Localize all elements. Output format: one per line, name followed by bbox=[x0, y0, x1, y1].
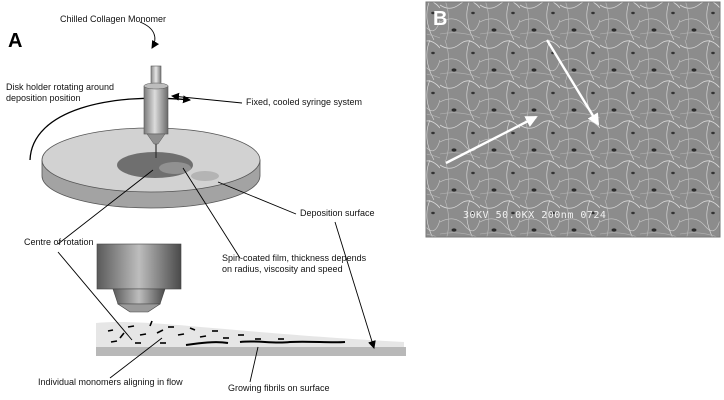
objective-lens bbox=[96, 243, 182, 313]
centre-leader-1 bbox=[57, 169, 154, 245]
deposition-leader bbox=[217, 181, 297, 215]
label-chilled-monomer: Chilled Collagen Monomer bbox=[60, 14, 167, 24]
label-disk-holder-1: Disk holder rotating around bbox=[6, 82, 115, 92]
chilled-arrow bbox=[139, 21, 160, 49]
flow-arrow-1 bbox=[445, 115, 538, 165]
label-syringe: Fixed, cooled syringe system bbox=[246, 97, 363, 107]
label-spin-film-1: Spin-coated film, thickness depends bbox=[222, 253, 367, 263]
monomers-leader bbox=[109, 337, 163, 379]
centre-leader-2 bbox=[57, 251, 133, 341]
syringe bbox=[143, 65, 169, 158]
panel-b-letter: B bbox=[433, 8, 448, 30]
label-spin-film-2: on radius, viscosity and speed bbox=[222, 264, 343, 274]
label-deposition-surface: Deposition surface bbox=[300, 208, 375, 218]
label-monomers-aligning: Individual monomers aligning in flow bbox=[38, 377, 183, 387]
label-disk-holder-2: deposition position bbox=[6, 93, 81, 103]
sem-info-bar: 30KV 50.0KX 200nm 0724 bbox=[463, 210, 607, 221]
fibrils-leader bbox=[249, 346, 259, 383]
spin-leader bbox=[182, 167, 241, 259]
flow-arrow-2 bbox=[545, 39, 600, 126]
film-cross-section bbox=[96, 320, 406, 356]
panel-a-letter: A bbox=[8, 30, 23, 52]
syringe-leader bbox=[171, 92, 243, 104]
disk-holder bbox=[41, 127, 261, 209]
deposition-leader-2 bbox=[334, 221, 376, 349]
panel-a bbox=[29, 21, 406, 383]
monomer-dashes bbox=[107, 320, 284, 344]
label-growing-fibrils: Growing fibrils on surface bbox=[228, 383, 330, 393]
fibril-lines bbox=[185, 340, 346, 346]
label-centre-rotation: Centre of rotation bbox=[24, 237, 94, 247]
panel-b-sem-image bbox=[425, 1, 721, 238]
